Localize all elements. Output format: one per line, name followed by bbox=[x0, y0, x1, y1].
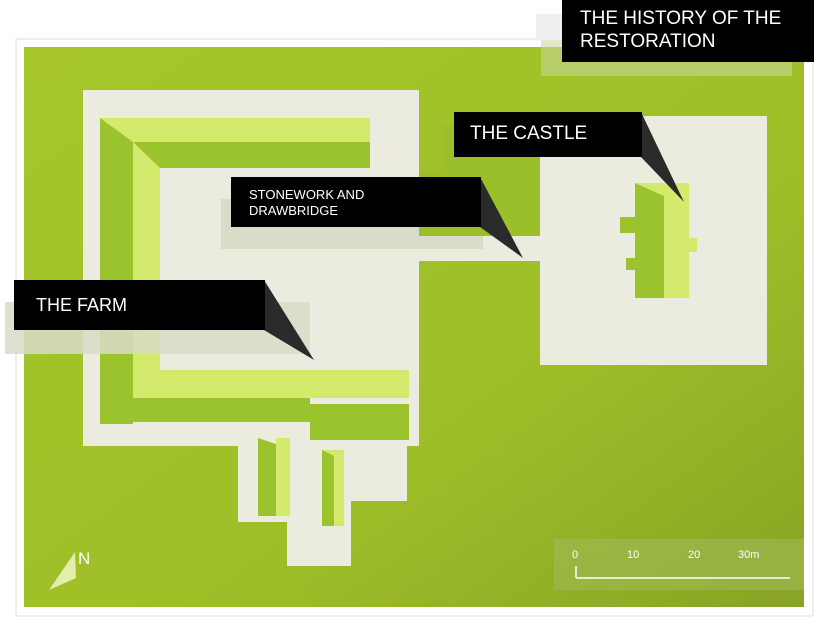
scale-bar-bg bbox=[554, 539, 804, 590]
stonework-label-line-1: STONEWORK AND bbox=[249, 187, 365, 202]
scale-tick-label: 20 bbox=[688, 549, 701, 561]
castle-label[interactable]: THE CASTLE bbox=[454, 112, 642, 157]
farm-bottom-wing-side bbox=[133, 398, 310, 422]
scale-tick-label: 10 bbox=[627, 549, 640, 561]
farm-top-wing-side bbox=[133, 142, 370, 168]
castle-label-text: THE CASTLE bbox=[470, 123, 588, 144]
north-arrow-icon bbox=[49, 552, 76, 590]
farm-end-block bbox=[310, 404, 409, 440]
title-shadow-ext bbox=[536, 14, 566, 40]
farm-label-text: THE FARM bbox=[36, 295, 128, 315]
scale-tick-label: 0 bbox=[572, 549, 579, 561]
farm-left-wing-side bbox=[100, 118, 133, 424]
castle-pointer bbox=[641, 112, 684, 202]
farm-top-wing-roof bbox=[100, 118, 370, 142]
castle-keep-side bbox=[635, 183, 664, 298]
map-title-line-1: THE HISTORY OF THE bbox=[580, 8, 782, 29]
castle-keep-step-2 bbox=[626, 258, 636, 270]
map-title-line-2: RESTORATION bbox=[580, 31, 716, 52]
stonework-label-line-2: DRAWBRIDGE bbox=[249, 203, 339, 218]
castle-keep-step-3 bbox=[689, 238, 697, 252]
farm-label[interactable]: THE FARM bbox=[14, 280, 265, 330]
shed-right-side bbox=[322, 450, 334, 526]
farm-pointer bbox=[264, 280, 314, 360]
castle-keep-roof bbox=[635, 183, 689, 298]
shed-left-side bbox=[258, 438, 276, 516]
stonework-pointer bbox=[480, 177, 523, 258]
stonework-label[interactable]: STONEWORK AND DRAWBRIDGE bbox=[231, 177, 481, 227]
map-title: THE HISTORY OF THE RESTORATION bbox=[562, 0, 814, 62]
farm-bottom-wing-roof bbox=[133, 370, 409, 398]
scale-tick-label: 30m bbox=[738, 549, 760, 561]
north-label: N bbox=[78, 549, 91, 568]
castle-keep-step-1 bbox=[620, 217, 636, 233]
shed-left bbox=[258, 438, 290, 516]
